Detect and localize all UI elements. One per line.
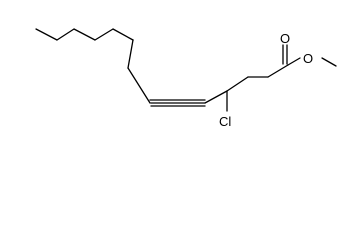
ester-oxygen-label: O (303, 51, 313, 66)
ester-group (282, 44, 337, 67)
bond-c4-c3 (226, 76, 249, 92)
bond-o-methyl (321, 57, 337, 67)
chlorine-label: Cl (219, 114, 231, 129)
molecule-structure: O O Cl (35, 28, 337, 129)
bond-c1-o (287, 57, 301, 66)
carbonyl-oxygen-label: O (280, 31, 290, 46)
bond-c5-c4 (204, 90, 228, 104)
triple-bond (149, 99, 206, 107)
bond-c2-c1 (267, 64, 289, 78)
alkyl-chain (35, 28, 151, 104)
bond-c12-c11 (73, 28, 96, 41)
backbone (204, 64, 289, 112)
bond-c9-c8 (127, 39, 134, 69)
bond-c13-c12 (56, 28, 75, 41)
bond-c14-c13 (35, 28, 58, 41)
bond-c11-c10 (94, 28, 114, 41)
bond-c8-c7 (127, 67, 151, 104)
bond-c10-c9 (112, 28, 134, 41)
